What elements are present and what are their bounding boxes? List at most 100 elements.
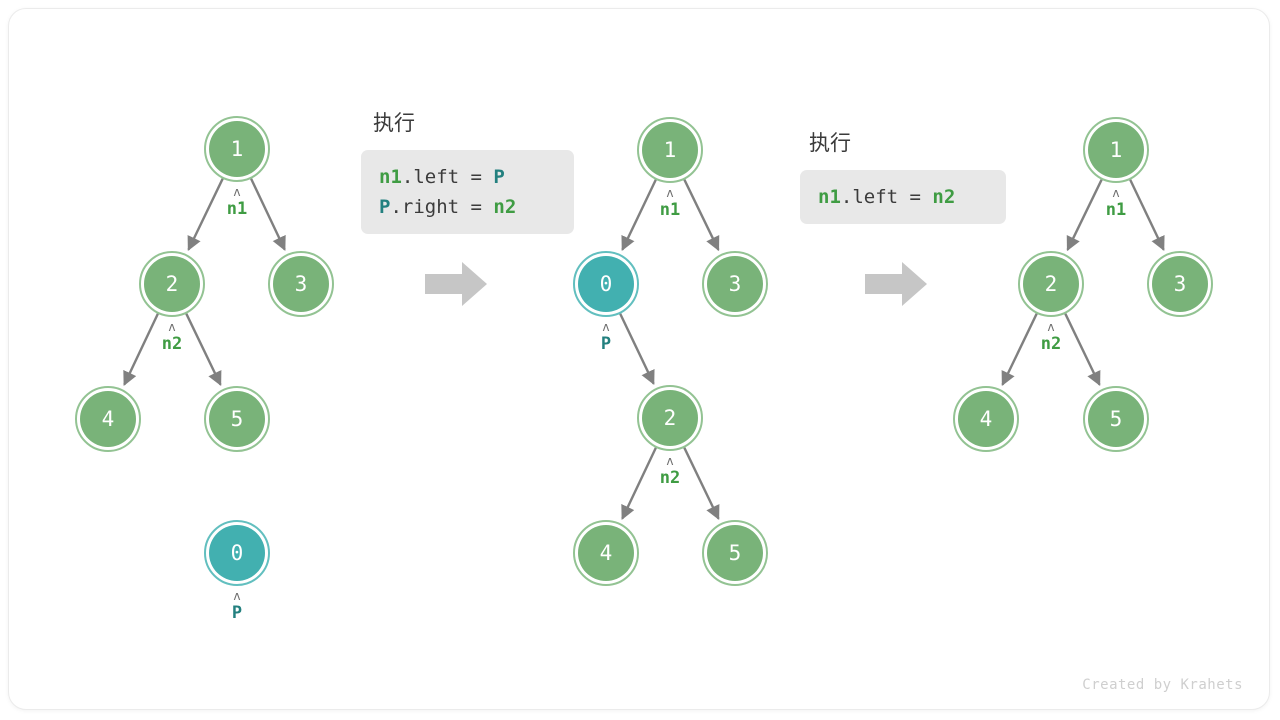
credit-text: Created by Krahets	[1082, 677, 1243, 693]
node-value: 1	[230, 136, 244, 161]
node-value: 3	[1173, 271, 1187, 296]
code-token: n1	[818, 186, 841, 208]
pointer-caret-icon: ʌ	[666, 186, 674, 200]
pointer-label: n1	[226, 199, 248, 219]
node-ring	[139, 251, 205, 317]
pointer-caret-icon: ʌ	[168, 320, 176, 334]
pointer-label: n2	[161, 334, 183, 354]
pointer-label: n1	[1105, 200, 1127, 220]
tree-node-1[interactable]: 1	[1083, 117, 1149, 183]
node-value: 2	[1044, 271, 1058, 296]
node-ring	[637, 385, 703, 451]
tree-node-0[interactable]: 0	[204, 520, 270, 586]
tree-edge	[1066, 178, 1104, 252]
tree-node-3[interactable]: 3	[268, 251, 334, 317]
node-ring	[1083, 117, 1149, 183]
node-value: 4	[599, 540, 613, 565]
code-token: .left =	[840, 186, 933, 208]
node-value: 1	[663, 137, 677, 162]
pointer-caret-icon: ʌ	[1112, 186, 1120, 200]
tree-edge	[1001, 312, 1039, 387]
code-token: .right =	[390, 196, 494, 218]
code-token: P	[493, 166, 505, 188]
node-value: 3	[294, 271, 308, 296]
tree-node-5[interactable]: 5	[702, 520, 768, 586]
node-ring	[953, 386, 1019, 452]
pointer-label: n1	[659, 200, 681, 220]
pointer-caret-icon: ʌ	[233, 589, 241, 603]
tree-node-4[interactable]: 4	[953, 386, 1019, 452]
tree-node-5[interactable]: 5	[1083, 386, 1149, 452]
tree-edge	[123, 312, 160, 386]
pointer-caret-icon: ʌ	[233, 185, 241, 199]
tree-node-2[interactable]: 2	[1018, 251, 1084, 317]
tree-edge	[682, 446, 720, 521]
tree-node-3[interactable]: 3	[702, 251, 768, 317]
code-line: n1.left = n2	[818, 182, 988, 212]
node-ring	[1018, 251, 1084, 317]
pointer-label: n2	[659, 468, 681, 488]
node-ring	[268, 251, 334, 317]
node-ring	[204, 520, 270, 586]
tree-edge	[184, 312, 222, 387]
code-token: P	[379, 196, 391, 218]
pointer-label: P	[600, 334, 612, 354]
tree-node-1[interactable]: 1	[204, 116, 270, 182]
node-ring	[702, 251, 768, 317]
tree-edge	[682, 178, 720, 252]
tree-node-5[interactable]: 5	[204, 386, 270, 452]
node-value: 5	[1109, 406, 1123, 431]
node-ring	[573, 251, 639, 317]
code-line: P.right = n2	[379, 192, 556, 222]
node-value: 1	[1109, 137, 1123, 162]
node-ring	[702, 520, 768, 586]
node-value: 0	[230, 540, 244, 565]
code-token: n2	[493, 196, 517, 218]
node-value: 2	[165, 271, 179, 296]
tree-node-2[interactable]: 2	[139, 251, 205, 317]
edge-layer	[123, 177, 1165, 521]
code-token: n2	[932, 186, 956, 208]
code-token: .left =	[401, 166, 494, 188]
node-value: 4	[979, 406, 993, 431]
tree-node-4[interactable]: 4	[573, 520, 639, 586]
node-ring	[1147, 251, 1213, 317]
pointer-caret-icon: ʌ	[666, 454, 674, 468]
exec-block-2-exec-label: 执行	[809, 131, 851, 155]
tree-edge	[249, 177, 286, 251]
node-value: 5	[728, 540, 742, 565]
tree-edge	[618, 312, 655, 386]
node-value: 4	[101, 406, 115, 431]
tree-edge	[187, 177, 225, 252]
tree-node-0[interactable]: 0	[573, 251, 639, 317]
tree-node-2[interactable]: 2	[637, 385, 703, 451]
tree-node-1[interactable]: 1	[637, 117, 703, 183]
node-value: 3	[728, 271, 742, 296]
transition-arrow-2	[865, 262, 927, 306]
exec-block-2: n1.left = n2	[800, 170, 1006, 224]
node-value: 0	[599, 271, 613, 296]
tree-edge	[621, 178, 658, 252]
tree-node-3[interactable]: 3	[1147, 251, 1213, 317]
tree-edge	[621, 446, 658, 520]
node-ring	[204, 386, 270, 452]
node-ring	[1083, 386, 1149, 452]
exec-block-1-exec-label: 执行	[373, 111, 415, 135]
pointer-caret-icon: ʌ	[602, 320, 610, 334]
code-token: n1	[379, 166, 402, 188]
pointer-label: n2	[1040, 334, 1062, 354]
pointer-caret-icon: ʌ	[1047, 320, 1055, 334]
node-value: 2	[663, 405, 677, 430]
tree-node-4[interactable]: 4	[75, 386, 141, 452]
tree-edge	[1063, 312, 1101, 387]
node-value: 5	[230, 406, 244, 431]
